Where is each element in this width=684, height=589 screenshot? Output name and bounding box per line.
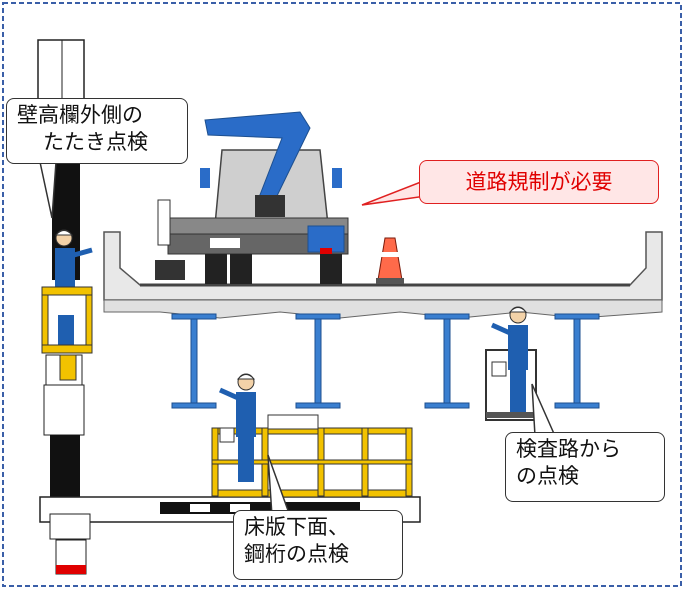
callout-deck-line1: 床版下面、 xyxy=(244,515,349,539)
callout-deck-line2: 鋼桁の点検 xyxy=(244,542,349,566)
under-deck-platform xyxy=(211,373,413,498)
callout-wall-line2: たたき点検 xyxy=(43,130,148,154)
callout-wall-line1: 壁高欄外側の xyxy=(17,103,143,127)
callout-road-restriction: 道路規制が必要 xyxy=(419,160,659,204)
callout-road-text: 道路規制が必要 xyxy=(465,170,613,194)
callout-wall-outer-hammering: 壁高欄外側の たたき点検 xyxy=(6,98,188,164)
bridge-deck xyxy=(103,231,663,319)
callout-path-line2: の点検 xyxy=(516,464,579,488)
steel-girders xyxy=(171,313,600,409)
inspection-path-worker xyxy=(485,306,537,421)
callout-inspection-path: 検査路から の点検 xyxy=(505,432,665,502)
callout-path-line1: 検査路から xyxy=(516,437,621,461)
inspection-truck xyxy=(155,111,349,284)
traffic-cone xyxy=(376,237,404,284)
left-bucket-worker xyxy=(41,229,93,381)
callout-deck-girder: 床版下面、 鋼桁の点検 xyxy=(233,510,403,580)
